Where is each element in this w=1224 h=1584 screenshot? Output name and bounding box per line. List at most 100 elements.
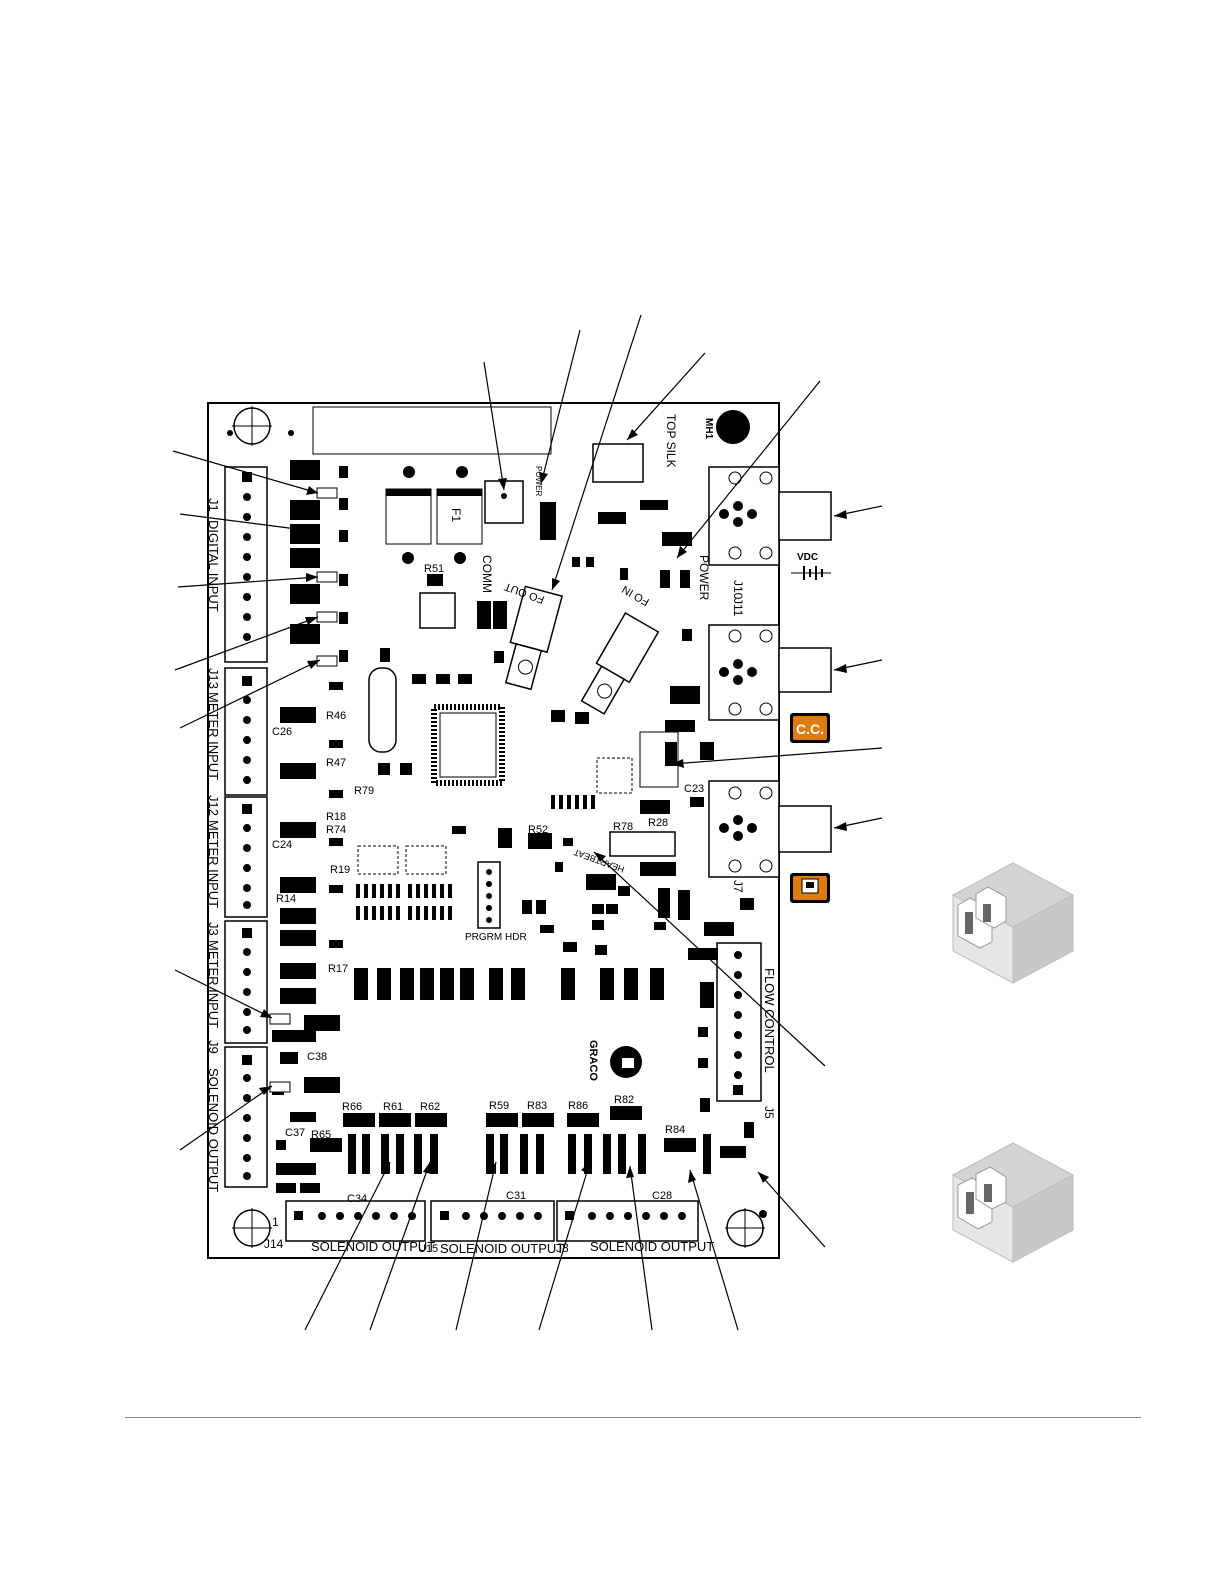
svg-text:R82: R82 xyxy=(614,1094,634,1106)
j3-ref: J3 xyxy=(206,922,221,936)
j12-ref: J12 xyxy=(206,795,221,816)
j12-label: METER INPUT xyxy=(206,820,221,908)
svg-text:R78: R78 xyxy=(613,821,633,833)
comm-label: COMM xyxy=(480,555,494,593)
svg-text:GRACO: GRACO xyxy=(587,1040,599,1081)
led-d38 xyxy=(403,466,415,478)
svg-text:C38: C38 xyxy=(307,1051,327,1063)
ic-u1 xyxy=(551,795,595,809)
svg-text:R51: R51 xyxy=(424,563,444,575)
j5-ref: J5 xyxy=(762,1106,776,1119)
svg-text:R74: R74 xyxy=(326,824,346,836)
connector-j13 xyxy=(224,667,268,796)
j10-ref: J10 xyxy=(731,580,745,600)
mounting-hole-bottom-right xyxy=(725,1208,765,1248)
transistor-q1 xyxy=(596,757,633,794)
fo-out-module xyxy=(504,585,564,691)
svg-text:F1: F1 xyxy=(449,508,463,522)
j14-label: SOLENOID OUTPUT xyxy=(311,1239,435,1254)
ic-u9 xyxy=(408,884,452,920)
svg-text:C26: C26 xyxy=(272,726,292,738)
cc-badge-icon: C.C. xyxy=(790,713,830,743)
svg-text:R65: R65 xyxy=(311,1129,331,1141)
led-d39 xyxy=(456,466,468,478)
svg-text:R84: R84 xyxy=(665,1124,685,1136)
j3-label: METER INPUT xyxy=(206,940,221,1028)
fiducial-2 xyxy=(288,430,294,436)
svg-text:R62: R62 xyxy=(420,1101,440,1113)
mh1-hole xyxy=(716,410,750,444)
microcontroller-u4 xyxy=(431,704,505,786)
connector-j5 xyxy=(716,942,762,1102)
connector-housing-view-bottom xyxy=(951,1142,1075,1263)
resistor-r78 xyxy=(609,831,676,857)
callout-leaders xyxy=(172,314,883,1331)
svg-text:R47: R47 xyxy=(326,757,346,769)
j5-label: FLOW CONTROL xyxy=(762,968,777,1073)
svg-text:R66: R66 xyxy=(342,1101,362,1113)
fiducial-3 xyxy=(759,1210,767,1218)
svg-text:VDC: VDC xyxy=(797,552,818,563)
connector-device-icon xyxy=(790,873,830,903)
svg-text:R17: R17 xyxy=(328,963,348,975)
connector-j9 xyxy=(224,1046,268,1188)
svg-text:R61: R61 xyxy=(383,1101,403,1113)
svg-text:R14: R14 xyxy=(276,893,296,905)
svg-text:R52: R52 xyxy=(528,824,548,836)
svg-text:R79: R79 xyxy=(354,785,374,797)
connector-j3 xyxy=(224,920,268,1044)
led-comm xyxy=(454,552,466,564)
mounting-hole-top-left xyxy=(232,406,272,446)
j10-power: POWER xyxy=(697,555,711,601)
connector-j8 xyxy=(556,1200,699,1242)
connector-j1 xyxy=(224,466,268,663)
j7-ref: J7 xyxy=(731,880,745,893)
vdc-symbol: VDC xyxy=(791,552,831,580)
j13-ref: J13 xyxy=(206,668,221,689)
prgrm-hdr-label: PRGRM HDR xyxy=(465,932,527,943)
svg-text:C31: C31 xyxy=(506,1190,526,1202)
resistor-network-rn2 xyxy=(357,845,447,875)
ic-u18 xyxy=(356,884,400,920)
svg-text:C.C.: C.C. xyxy=(796,721,824,737)
fiducial-1 xyxy=(227,430,233,436)
power-led-label: POWER xyxy=(534,466,543,496)
j8-ref: J8 xyxy=(556,1241,569,1255)
svg-text:R46: R46 xyxy=(326,710,346,722)
label-area xyxy=(312,406,552,455)
j13-label: METER INPUT xyxy=(206,692,221,780)
svg-text:C24: C24 xyxy=(272,839,292,851)
connector-j12 xyxy=(224,796,268,918)
svg-text:C23: C23 xyxy=(684,783,704,795)
smd-components xyxy=(269,460,754,1193)
svg-text:R83: R83 xyxy=(527,1100,547,1112)
connector-j14 xyxy=(285,1200,426,1242)
graco-logo: GRACO xyxy=(587,1040,642,1081)
j14-ref: J14 xyxy=(264,1237,284,1251)
svg-text:R86: R86 xyxy=(568,1100,588,1112)
j11-ref: J11 xyxy=(731,598,745,617)
svg-text:R28: R28 xyxy=(648,817,668,829)
svg-text:C37: C37 xyxy=(285,1127,305,1139)
page-divider xyxy=(125,1417,1141,1418)
callout-arrowheads xyxy=(259,429,847,1183)
j9-label: SOLENOID OUTPUT xyxy=(206,1068,221,1192)
top-silk-box xyxy=(592,443,644,483)
crystal-x1 xyxy=(368,667,397,753)
svg-text:C34: C34 xyxy=(347,1193,367,1205)
fuse-block: F1 xyxy=(385,488,483,545)
u15-label: SOLENOID OUTPUT xyxy=(440,1241,564,1256)
svg-text:C28: C28 xyxy=(652,1190,672,1202)
j1-ref: J1 xyxy=(206,498,221,512)
fo-in-module xyxy=(580,611,660,715)
mh1-label: MH1 xyxy=(703,418,714,440)
svg-text:R18: R18 xyxy=(326,811,346,823)
led-d19 xyxy=(402,552,414,564)
switch-s2 xyxy=(419,592,456,629)
j8-label: SOLENOID OUTPUT xyxy=(590,1239,714,1254)
pin-one-marker: 1 xyxy=(272,1215,279,1229)
mounting-hole-bottom-left xyxy=(232,1208,272,1248)
connector-j7 xyxy=(708,780,832,878)
